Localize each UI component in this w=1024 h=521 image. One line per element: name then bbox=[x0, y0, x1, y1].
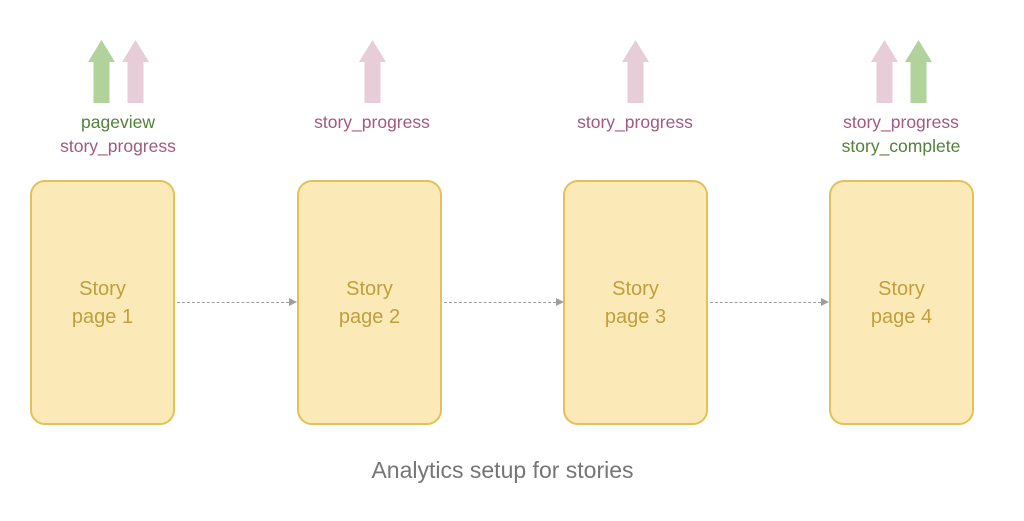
story-page-4-box: Story page 4 bbox=[829, 180, 974, 425]
up-arrow-pink-icon bbox=[870, 40, 898, 103]
event-label-story-progress: story_progress bbox=[577, 112, 693, 132]
event-label-pageview: pageview bbox=[81, 112, 155, 132]
story-page-1-box: Story page 1 bbox=[30, 180, 175, 425]
event-label-story-progress: story_progress bbox=[843, 112, 959, 132]
event-label-story-complete: story_complete bbox=[841, 136, 961, 156]
event-labels: pageview story_progress bbox=[60, 110, 176, 158]
connector-page3-page4 bbox=[710, 298, 829, 306]
event-group-page-1: pageview story_progress bbox=[8, 40, 228, 158]
connector-arrowhead-icon bbox=[821, 298, 829, 306]
event-label-story-progress: story_progress bbox=[314, 112, 430, 132]
event-arrow-row bbox=[87, 40, 149, 103]
event-arrow-row bbox=[621, 40, 649, 103]
connector-arrowhead-icon bbox=[556, 298, 564, 306]
up-arrow-green-icon bbox=[87, 40, 115, 103]
story-page-2-box: Story page 2 bbox=[297, 180, 442, 425]
event-labels: story_progress bbox=[314, 110, 430, 134]
event-arrow-row bbox=[358, 40, 386, 103]
event-arrow-row bbox=[870, 40, 932, 103]
up-arrow-pink-icon bbox=[358, 40, 386, 103]
event-group-page-2: story_progress bbox=[262, 40, 482, 134]
up-arrow-pink-icon bbox=[621, 40, 649, 103]
event-labels: story_progress bbox=[577, 110, 693, 134]
event-group-page-4: story_progress story_complete bbox=[791, 40, 1011, 158]
story-page-3-box: Story page 3 bbox=[563, 180, 708, 425]
up-arrow-green-icon bbox=[904, 40, 932, 103]
story-page-2-label: Story page 2 bbox=[338, 277, 401, 328]
event-labels: story_progress story_complete bbox=[842, 110, 961, 158]
connector-page2-page3 bbox=[444, 298, 564, 306]
event-group-page-3: story_progress bbox=[525, 40, 745, 134]
event-label-story-progress: story_progress bbox=[60, 136, 176, 156]
up-arrow-pink-icon bbox=[121, 40, 149, 103]
connector-page1-page2 bbox=[177, 298, 297, 306]
story-page-3-label: Story page 3 bbox=[604, 277, 667, 328]
story-page-1-label: Story page 1 bbox=[71, 277, 134, 328]
story-page-4-label: Story page 4 bbox=[870, 277, 933, 328]
diagram-title: Analytics setup for stories bbox=[371, 457, 634, 483]
connector-arrowhead-icon bbox=[289, 298, 297, 306]
